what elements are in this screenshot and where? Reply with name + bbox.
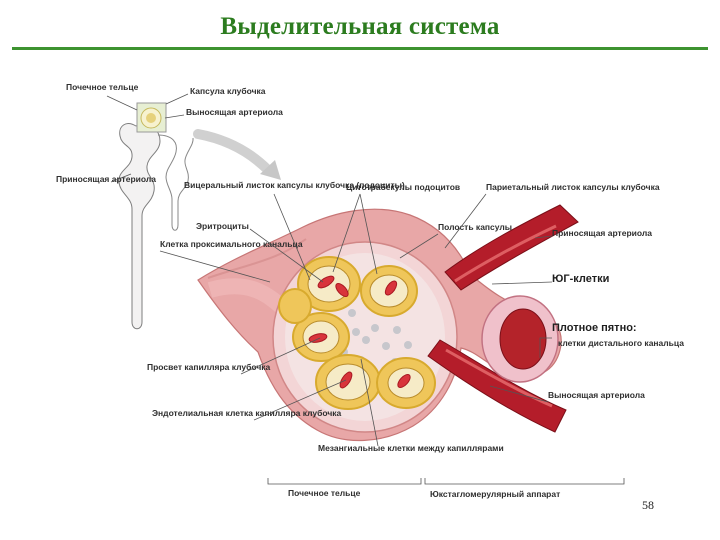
nephron-outline bbox=[118, 102, 194, 330]
svg-text:Полость капсулы: Полость капсулы bbox=[438, 222, 512, 232]
label-efferent-arteriole-top: Выносящая артериола bbox=[186, 107, 283, 117]
title-underline bbox=[12, 47, 708, 50]
svg-text:Эндотелиальная клетка капилляр: Эндотелиальная клетка капилляра клубочка bbox=[152, 408, 342, 418]
label-glomerular-capsule: Капсула клубочка bbox=[190, 86, 266, 96]
label-renal-corpuscle-1: Почечное тельце bbox=[66, 82, 139, 92]
label-afferent-arteriole-left: Приносящая артериола bbox=[56, 174, 156, 184]
zoom-arrow bbox=[193, 129, 273, 175]
label-capillary-lumen: Просвет капилляра клубочка bbox=[147, 362, 271, 372]
label-capsule-cavity: Полость капсулы bbox=[438, 222, 512, 232]
label-erythrocytes: Эритроциты bbox=[196, 221, 249, 231]
label-distal-tubule-cells: клетки дистального канальца bbox=[558, 338, 684, 348]
label-macula-densa: Плотное пятно: bbox=[552, 322, 637, 334]
svg-text:ЮГ-клетки: ЮГ-клетки bbox=[552, 273, 609, 285]
svg-text:Вицеральный листок капсулы клу: Вицеральный листок капсулы клубочка (под… bbox=[184, 180, 405, 190]
svg-text:Цитотрабекулы подоцитов: Цитотрабекулы подоцитов bbox=[346, 182, 460, 192]
svg-text:клетки дистального канальца: клетки дистального канальца bbox=[558, 338, 684, 348]
svg-text:Выносящая артериола: Выносящая артериола bbox=[548, 390, 645, 400]
svg-text:Эритроциты: Эритроциты bbox=[196, 221, 249, 231]
svg-text:Мезангиальные клетки между кап: Мезангиальные клетки между капиллярами bbox=[318, 443, 504, 453]
svg-text:Приносящая артериола: Приносящая артериола bbox=[56, 174, 156, 184]
label-bottom-renal-corpuscle: Почечное тельце bbox=[288, 488, 361, 498]
slide-title: Выделительная система bbox=[220, 13, 500, 40]
svg-text:Почечное тельце: Почечное тельце bbox=[66, 82, 139, 92]
svg-text:Просвет капилляра клубочка: Просвет капилляра клубочка bbox=[147, 362, 271, 372]
label-afferent-arteriole-right: Приносящая артериола bbox=[552, 228, 652, 238]
label-podocyte-processes: Цитотрабекулы подоцитов bbox=[346, 182, 460, 192]
label-efferent-arteriole-right: Выносящая артериола bbox=[548, 390, 645, 400]
renal-corpuscle-illustration bbox=[197, 204, 579, 442]
svg-text:Выносящая артериола: Выносящая артериола bbox=[186, 107, 283, 117]
svg-text:Плотное пятно:: Плотное пятно: bbox=[552, 322, 637, 334]
svg-text:Юкстагломерулярный аппарат: Юкстагломерулярный аппарат bbox=[430, 489, 560, 499]
zoom-arrow-head bbox=[260, 160, 281, 180]
label-endothelial-cell: Эндотелиальная клетка капилляра клубочка bbox=[152, 408, 342, 418]
label-parietal-layer: Париетальный листок капсулы клубочка bbox=[486, 182, 660, 192]
label-mesangial-cells: Мезангиальные клетки между капиллярами bbox=[318, 443, 504, 453]
label-bottom-jga: Юкстагломерулярный аппарат bbox=[430, 489, 560, 499]
svg-text:Приносящая артериола: Приносящая артериола bbox=[552, 228, 652, 238]
label-proximal-tubule-cell: Клетка проксимального канальца bbox=[160, 239, 303, 249]
page-number: 58 bbox=[642, 498, 654, 512]
svg-text:Капсула клубочка: Капсула клубочка bbox=[190, 86, 266, 96]
svg-text:Париетальный листок капсулы кл: Париетальный листок капсулы клубочка bbox=[486, 182, 660, 192]
svg-text:Почечное тельце: Почечное тельце bbox=[288, 488, 361, 498]
label-jg-cells: ЮГ-клетки bbox=[552, 273, 609, 285]
label-visceral-layer: Вицеральный листок капсулы клубочка (под… bbox=[184, 180, 405, 190]
svg-text:Клетка проксимального канальца: Клетка проксимального канальца bbox=[160, 239, 303, 249]
